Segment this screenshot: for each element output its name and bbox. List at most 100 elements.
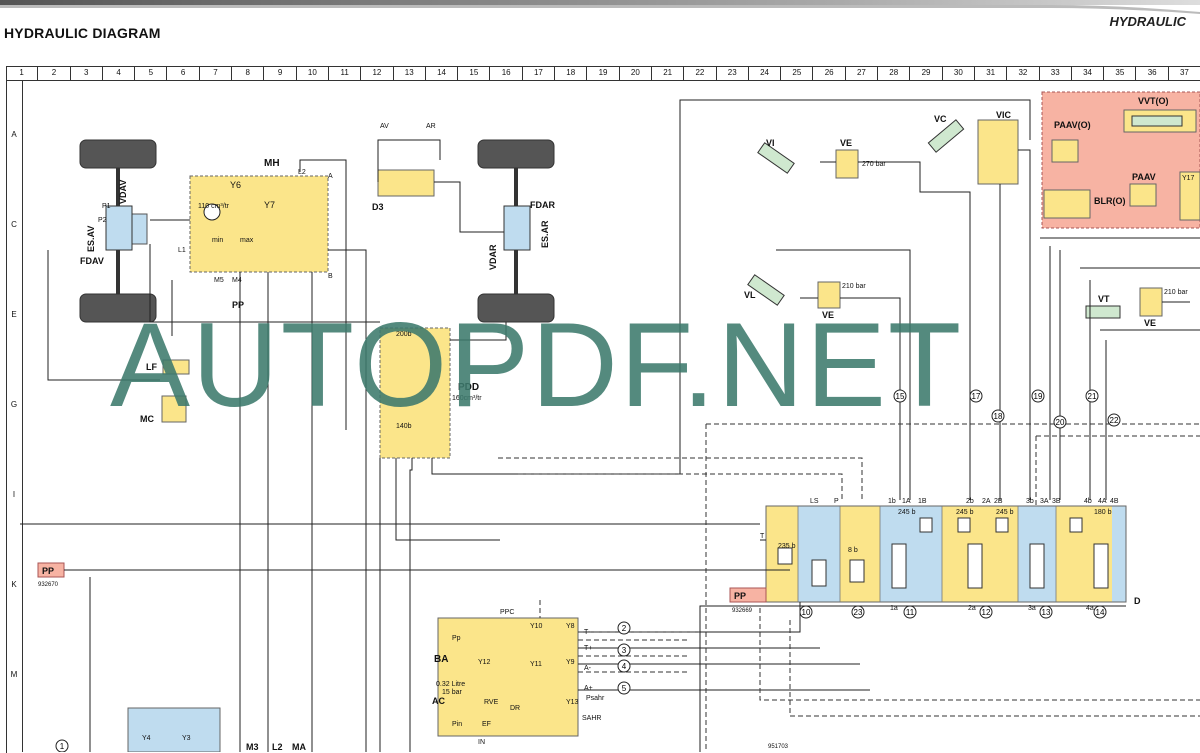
section-circle <box>903 605 917 619</box>
label-max: max <box>240 237 254 244</box>
column-label: 33 <box>1040 66 1072 80</box>
section-port-bottom: 1a <box>890 605 898 612</box>
row-label: C <box>11 220 17 229</box>
label-esav: ES.AV <box>86 226 96 252</box>
section-port-bottom: 3a <box>1028 605 1036 612</box>
label-pp-mid: PP <box>734 591 746 601</box>
label-p2: P2 <box>98 217 107 224</box>
column-label: 3 <box>71 66 103 80</box>
column-label: 20 <box>620 66 652 80</box>
label-ve-3: VE <box>1144 318 1156 328</box>
ve-block-1 <box>835 149 859 179</box>
label-y17: Y17 <box>1182 175 1195 182</box>
watermark: AUTOPDF.NET <box>110 298 964 432</box>
section-title: HYDRAULIC <box>1109 14 1186 29</box>
ppc-circle-marker-label: 5 <box>622 684 627 693</box>
column-label: 26 <box>814 66 846 80</box>
aux-circle <box>851 605 865 619</box>
label-pp-left-ref: 932670 <box>38 582 59 588</box>
label-vdav: VDAV <box>118 180 128 204</box>
label-mc: MC <box>140 414 154 424</box>
column-label: 2 <box>38 66 71 80</box>
d3-block <box>377 169 435 197</box>
section-port-b: 1B <box>918 498 927 505</box>
section-relief: 245 b <box>898 509 916 516</box>
aux-circle-label: 23 <box>854 608 863 617</box>
label-t: T <box>760 533 765 540</box>
column-label: 37 <box>1169 66 1200 80</box>
section-port-top: 2b <box>966 498 974 505</box>
circle-marker-bottom-label: 1 <box>60 742 65 751</box>
label-vi: VI <box>766 138 775 148</box>
label-paav-o: PAAV(O) <box>1054 120 1091 130</box>
label-ar: AR <box>426 123 436 130</box>
ppc-circle-marker-label: 2 <box>622 624 627 633</box>
column-label: 7 <box>200 66 233 80</box>
column-label: 32 <box>1007 66 1040 80</box>
label-pin: Pin <box>452 721 462 728</box>
circle-marker <box>1031 389 1045 403</box>
column-label: 19 <box>587 66 620 80</box>
circle-marker <box>991 409 1005 423</box>
section-circle-label: 13 <box>1042 608 1051 617</box>
lf-block <box>162 359 190 375</box>
label-a: A <box>328 173 333 180</box>
label-pp-small: Pp <box>452 635 461 642</box>
ve-block-3 <box>1139 287 1163 317</box>
mc-block <box>161 395 187 423</box>
section-port-b: 2B <box>994 498 1003 505</box>
label-vl: VL <box>744 290 756 300</box>
label-pp-top: PP <box>232 300 244 310</box>
pdd-block <box>379 327 451 459</box>
section-circle-label: 12 <box>982 608 991 617</box>
section-port-bottom: 2a <box>968 605 976 612</box>
label-inlet-relief: 235 b <box>778 543 796 550</box>
label-vic: VIC <box>996 110 1012 120</box>
label-dr: DR <box>510 705 520 712</box>
label-ba: BA <box>434 654 448 665</box>
circle-marker-label: 20 <box>1056 418 1065 427</box>
section-port-bottom: 4a <box>1086 605 1094 612</box>
section-circle-label: 14 <box>1096 608 1105 617</box>
circle-marker <box>969 389 983 403</box>
label-b: B <box>328 273 333 280</box>
label-pp-mid-ref: 932669 <box>732 608 753 614</box>
section-port-b: 3B <box>1052 498 1061 505</box>
column-label: 12 <box>361 66 394 80</box>
label-t-plus: T+ <box>584 645 592 652</box>
section-circle <box>1093 605 1107 619</box>
column-label: 11 <box>329 66 362 80</box>
label-distributor-d: D <box>1134 596 1141 606</box>
circle-marker <box>893 389 907 403</box>
label-m4: M4 <box>232 277 242 284</box>
label-esar: ES.AR <box>540 220 550 248</box>
label-mh-disp: 110 cm³/tr <box>198 203 230 210</box>
label-sahr: SAHR <box>582 715 601 722</box>
label-psahr: Psahr <box>586 695 605 702</box>
ppc-circle-marker <box>617 643 631 657</box>
front-axle <box>79 139 157 323</box>
circle-marker <box>1053 415 1067 429</box>
section-port-a: 3A <box>1040 498 1049 505</box>
label-m3: M3 <box>246 742 259 752</box>
column-label: 14 <box>426 66 459 80</box>
diagram-frame <box>6 66 1200 753</box>
label-pp-left: PP <box>42 566 54 576</box>
label-pdd-disp: 160cm³/tr <box>452 395 482 402</box>
column-label: 17 <box>523 66 556 80</box>
label-y4: Y4 <box>142 735 151 742</box>
label-ls: LS <box>810 498 819 505</box>
column-label: 8 <box>232 66 265 80</box>
circle-marker-label: 21 <box>1088 392 1097 401</box>
circle-marker <box>1085 389 1099 403</box>
label-ma: MA <box>292 742 306 752</box>
label-ppc: PPC <box>500 609 514 616</box>
column-label: 22 <box>684 66 717 80</box>
label-pdd: PDD <box>458 382 479 393</box>
label-ac: AC <box>432 696 445 706</box>
label-blr-o: BLR(O) <box>1094 196 1126 206</box>
label-y3: Y3 <box>182 735 191 742</box>
